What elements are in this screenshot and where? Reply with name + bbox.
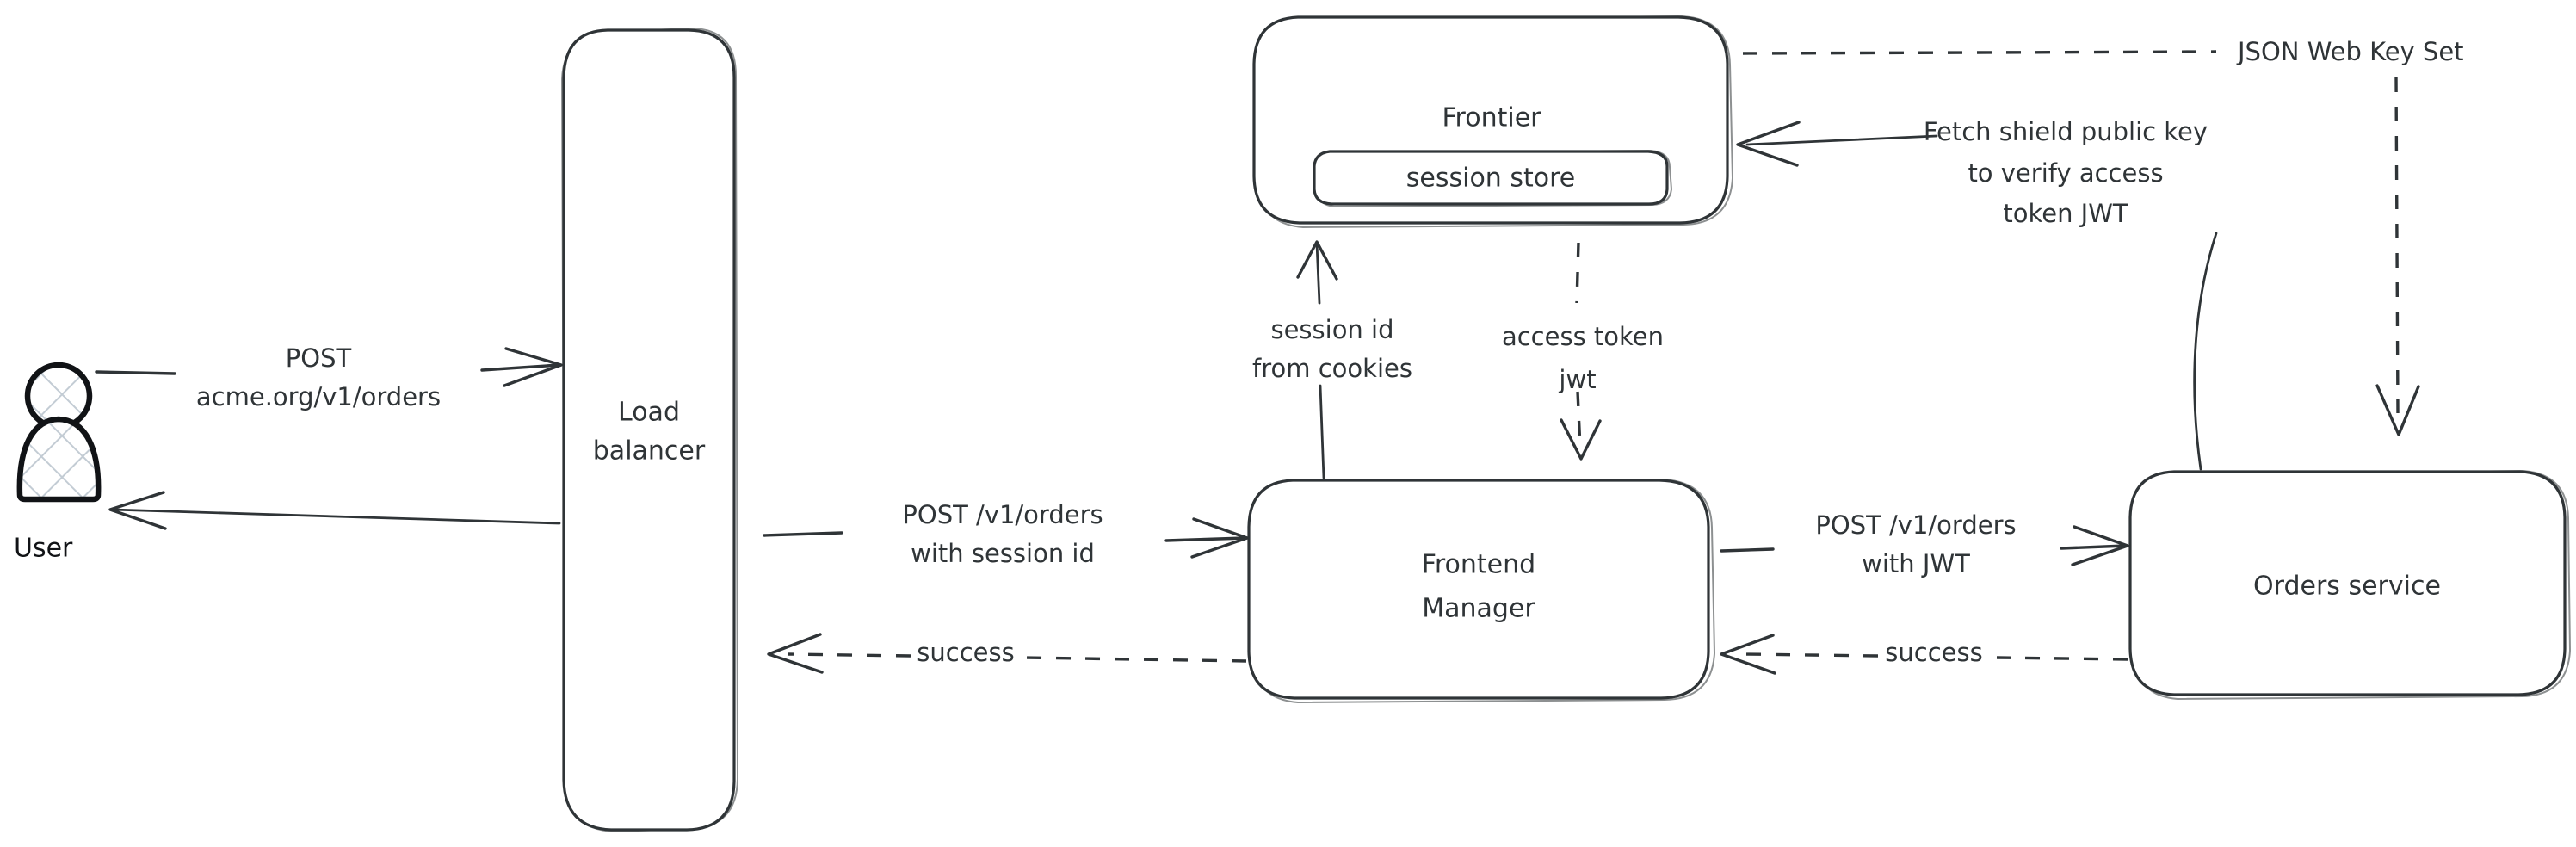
edge-label-from-cookies: from cookies [1252,354,1412,383]
edge-label-post-v1-orders-jwt: POST /v1/orders [1815,510,2016,540]
edge-load-balancer-to-user [108,491,561,530]
edge-frontend-manager-to-orders-service: POST /v1/orders with JWT [1720,510,2129,578]
session-store-label: session store [1406,164,1575,194]
user-actor-icon [16,362,102,503]
edge-label-session-id: session id [1270,315,1393,344]
node-session-store[interactable]: session store [1313,150,1672,207]
edge-label-post-v1-orders-session: POST /v1/orders [902,500,1103,529]
edge-label-success-right: success [1885,638,1982,667]
edge-load-balancer-to-frontend-manager: POST /v1/orders with session id [763,500,1249,568]
edge-orders-service-to-frontend-manager: success [1720,634,2128,675]
edge-label-fetch-shield-key: Fetch shield public key [1924,117,2208,146]
edge-label-token-jwt: token JWT [2003,199,2128,228]
edge-label-acme-url: acme.org/v1/orders [196,382,441,411]
frontier-label: Frontier [1442,103,1541,133]
edge-frontend-manager-to-load-balancer: success [767,633,1247,674]
edge-frontier-to-orders-service: JSON Web Key Set [1742,37,2464,436]
edge-label-access-token: access token [1502,322,1664,351]
frontend-manager-label-line1: Frontend [1422,550,1535,580]
node-load-balancer[interactable]: Load balancer [561,28,738,832]
node-frontend-manager[interactable]: Frontend Manager [1247,479,1715,703]
orders-service-label: Orders service [2253,572,2441,602]
node-orders-service[interactable]: Orders service [2128,470,2571,700]
edge-orders-service-to-frontier: Fetch shield public key to verify access… [1736,117,2218,471]
edge-frontend-manager-to-frontier: session id from cookies [1252,240,1412,479]
edge-frontier-to-frontend-manager: access token jwt [1502,242,1664,461]
load-balancer-label-line2: balancer [593,436,706,467]
edge-label-to-verify-access: to verify access [1968,158,2163,188]
load-balancer-label-line1: Load [618,398,680,428]
edge-label-success-left: success [917,638,1014,667]
edge-label-with-jwt: with JWT [1862,549,1970,578]
node-frontier[interactable]: Frontier session store [1252,15,1733,228]
edge-label-post: POST [286,343,352,373]
edge-label-json-web-key-set: JSON Web Key Set [2236,37,2464,66]
edge-label-with-session-id: with session id [911,539,1095,568]
edge-label-jwt: jwt [1558,365,1596,394]
user-label: User [14,534,73,564]
frontend-manager-label-line2: Manager [1422,594,1535,624]
edge-user-to-load-balancer: POST acme.org/v1/orders [95,343,563,411]
